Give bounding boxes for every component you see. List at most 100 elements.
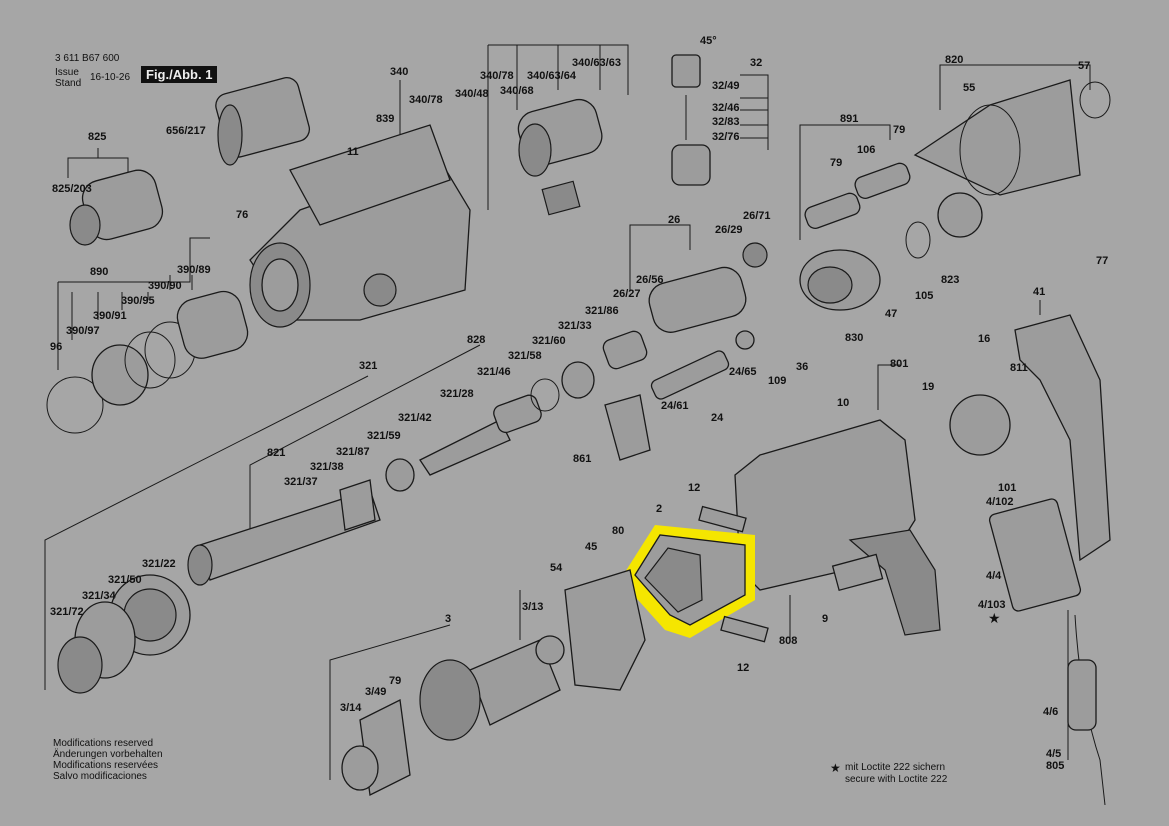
part-label: 32 [750,57,763,69]
part-label: 3/13 [522,601,544,613]
part-label: 321/50 [108,574,142,586]
part-label: 79 [893,124,906,136]
part-label: 321/46 [477,366,511,378]
part-label: 321/28 [440,388,474,400]
part-label: 340/63/64 [527,70,576,82]
part-label: 45 [585,541,598,553]
part-label: 101 [998,482,1017,494]
part-label: 321/86 [585,305,619,317]
part-label: 321/58 [508,350,542,362]
modifications-line: Modifications reserved [53,738,154,749]
part-label: 321/42 [398,412,432,424]
stand-label: Stand [55,78,82,89]
part-label: 36 [796,361,809,373]
issue-label: Issue [55,67,79,78]
part-label: 825 [88,131,107,143]
part-label: 32/46 [712,102,740,114]
part-label: 3/14 [340,702,362,714]
part-label: 79 [830,157,843,169]
part-label: 321/33 [558,320,592,332]
part-label: 105 [915,290,934,302]
part-label: 811 [1010,362,1028,374]
part-label: 861 [573,453,592,465]
part-label: 828 [467,334,486,346]
part-label: 76 [236,209,249,221]
part-label: 340/48 [455,88,489,100]
piston-group [604,242,768,461]
part-label: 4/6 [1043,706,1059,718]
part-label: 3/49 [365,686,387,698]
loctite-note-en: secure with Loctite 222 [845,774,948,785]
figure-label: Fig./Abb. 1 [141,66,218,83]
part-label: 340/63/63 [572,57,621,69]
modifications-line: Modifications reservées [53,760,159,771]
part-label: 57 [1078,60,1091,72]
stator-highlight [620,505,769,643]
part-label: 4/103 [978,599,1006,611]
part-label: 321/38 [310,461,344,473]
part-label: 45° [700,35,717,47]
part-label: 390/90 [148,280,182,292]
part-label: 656/217 [166,125,206,137]
part-label: 12 [737,662,750,674]
doc-number: 3 611 B67 600 [55,53,120,64]
part-label: 340/78 [480,70,514,82]
part-label: 321/72 [50,606,84,618]
part-label: 340/68 [500,85,534,97]
part-label: 321/34 [82,590,116,602]
part-label: 10 [837,397,850,409]
chuck-group [69,77,311,246]
motor-housing [734,314,1111,806]
crank-gear-group [671,54,1111,311]
part-label: 41 [1033,286,1046,298]
part-label: 801 [890,358,909,370]
part-label: 26/29 [715,224,743,236]
part-label: 32/76 [712,131,740,143]
part-label: 12 [688,482,701,494]
part-label: 321 [359,360,378,372]
issue-date: 16-10-26 [90,72,131,83]
part-label: 805 [1046,760,1065,772]
part-label: 55 [963,82,976,94]
part-label: 340 [390,66,409,78]
part-label: 16 [978,333,991,345]
part-label: 9 [822,613,829,625]
part-label: 823 [941,274,960,286]
part-label: 839 [376,113,395,125]
leader-lines [44,44,1091,780]
part-label: 11 [347,146,359,158]
part-label: 390/91 [93,310,127,322]
part-label: 830 [845,332,864,344]
part-label: 340/78 [409,94,443,106]
part-label: 109 [768,375,787,387]
part-label: 321/87 [336,446,370,458]
modifications-line: Salvo modificaciones [53,771,147,782]
loctite-note-de: mit Loctite 222 sichern [845,762,946,773]
part-label: 26/56 [636,274,664,286]
striker-assembly [57,330,648,694]
part-label: 4/102 [986,496,1014,508]
part-label: 4/4 [986,570,1002,582]
part-label: 808 [779,635,798,647]
part-label: 32/83 [712,116,740,128]
part-label: 19 [922,381,935,393]
part-label: 321/22 [142,558,176,570]
part-label: 321/37 [284,476,318,488]
loctite-star-icon: ★ [830,761,841,775]
part-label: 821 [267,447,286,459]
part-label: 321/60 [532,335,566,347]
part-label: 24/65 [729,366,757,378]
part-label: 24 [711,412,724,424]
part-label: 77 [1096,255,1109,267]
part-label: 890 [90,266,109,278]
star-marker-icon: ★ [988,610,1001,626]
armature-group [341,569,646,796]
part-label: 26 [668,214,681,226]
part-label: 390/95 [121,295,155,307]
part-label: 26/27 [613,288,641,300]
part-label: 24/61 [661,400,689,412]
part-label: 390/89 [177,264,211,276]
part-label: 891 [840,113,859,125]
part-label: 54 [550,562,563,574]
